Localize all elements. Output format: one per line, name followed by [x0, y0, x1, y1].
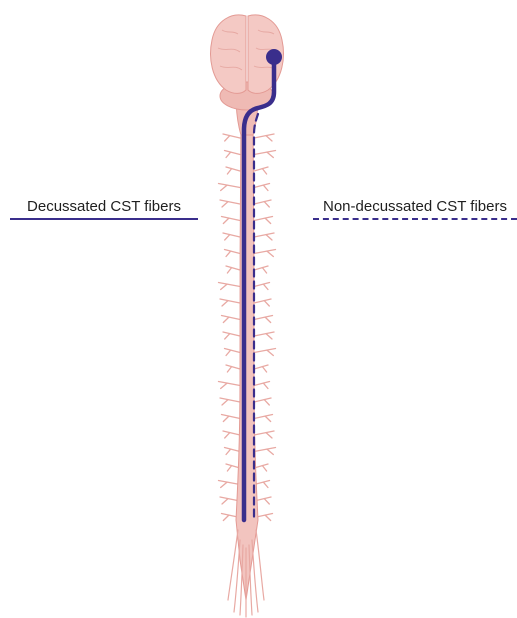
- nerve-branch-left: [227, 268, 231, 273]
- nerve-branch-left: [223, 431, 240, 435]
- nerve-branch-right: [264, 301, 269, 306]
- nerve-branch-left: [223, 317, 229, 322]
- nerve-branch-left: [222, 400, 228, 405]
- nerve-branch-left: [219, 184, 241, 188]
- nerve-branch-left: [222, 499, 228, 504]
- dashed-line-swatch: [313, 218, 517, 220]
- nerve-branch-right: [264, 400, 269, 405]
- nerve-branch-left: [226, 365, 240, 369]
- nerve-branch-right: [254, 250, 276, 254]
- nerve-branch-right: [254, 266, 268, 270]
- nerve-branch-left: [221, 383, 227, 388]
- nerve-branch-right: [262, 466, 266, 471]
- nerve-branch-right: [265, 416, 271, 421]
- nerve-branch-left: [222, 202, 228, 207]
- nerve-branch-left: [225, 151, 241, 155]
- nerve-branch-right: [254, 332, 274, 336]
- neuron-cell-body-icon: [266, 49, 282, 65]
- nerve-branch-left: [225, 448, 241, 452]
- nerve-branch-left: [225, 334, 230, 339]
- nerve-branch-left: [220, 398, 240, 402]
- nerve-branch-left: [223, 233, 240, 237]
- nerve-branch-right: [254, 349, 276, 353]
- nerve-branch-right: [254, 134, 274, 138]
- legend-decussated-label: Decussated CST fibers: [10, 198, 198, 216]
- nerve-branch-left: [222, 415, 241, 419]
- nerve-branch-left: [221, 284, 227, 289]
- legend-non-decussated: Non-decussated CST fibers: [313, 198, 517, 220]
- nerve-branch-left: [220, 200, 240, 204]
- nerve-branch-left: [225, 235, 230, 240]
- nerve-branch-left: [219, 283, 241, 287]
- nerve-branch-left: [226, 251, 231, 256]
- nerve-branch-right: [254, 382, 270, 386]
- nerve-branch-right: [254, 299, 271, 303]
- nerve-branch-left: [227, 367, 231, 372]
- nerve-branch-right: [254, 184, 270, 188]
- nerve-branch-right: [266, 235, 272, 240]
- nerve-branch-left: [225, 136, 230, 141]
- nerve-branch-right: [266, 136, 272, 141]
- nerve-branch-right: [254, 431, 274, 435]
- nerve-branch-left: [223, 332, 240, 336]
- nerve-branch-right: [263, 185, 268, 190]
- nerve-branch-left: [223, 218, 229, 223]
- nerve-branch-right: [266, 433, 272, 438]
- nerve-branch-left: [219, 481, 241, 485]
- nerve-branch-left: [219, 382, 241, 386]
- nerve-branch-left: [222, 316, 241, 320]
- nerve-branch-right: [263, 383, 268, 388]
- nerve-branch-right: [254, 283, 270, 287]
- nerve-branch-left: [226, 266, 240, 270]
- solid-line-swatch: [10, 218, 198, 220]
- nerve-branch-right: [254, 316, 273, 320]
- nerve-branch-left: [220, 299, 240, 303]
- nerve-branch-left: [227, 466, 231, 471]
- nerve-branch-left: [222, 301, 228, 306]
- nerve-branch-right: [267, 152, 273, 157]
- nerve-branch-right: [254, 398, 271, 402]
- nerve-branch-left: [222, 217, 241, 221]
- nerve-branch-left: [226, 350, 231, 355]
- nerve-branch-right: [254, 200, 271, 204]
- nerve-branch-right: [262, 367, 266, 372]
- nerve-branch-right: [263, 284, 268, 289]
- nerve-branch-right: [254, 151, 276, 155]
- nerve-branch-left: [223, 515, 229, 520]
- nerve-branch-left: [223, 416, 229, 421]
- nerve-branch-left: [226, 152, 231, 157]
- nerve-branch-right: [254, 365, 268, 369]
- nerve-branch-right: [264, 202, 269, 207]
- nerve-branch-right: [254, 217, 273, 221]
- nerve-branch-right: [262, 169, 266, 174]
- nerve-branch-left: [225, 250, 241, 254]
- nerve-branch-right: [267, 449, 273, 454]
- nerve-branch-right: [262, 268, 266, 273]
- nerve-branch-left: [221, 185, 227, 190]
- nerve-branch-left: [227, 169, 231, 174]
- nerve-branch-left: [225, 349, 241, 353]
- nerve-branch-right: [265, 515, 271, 520]
- nerve-branch-right: [265, 218, 271, 223]
- nerve-branch-left: [221, 482, 227, 487]
- nerve-branch-right: [254, 415, 273, 419]
- nerve-branch-right: [254, 233, 274, 237]
- nerve-branch-right: [265, 317, 271, 322]
- nerve-branch-right: [254, 448, 276, 452]
- nerve-branch-left: [223, 134, 240, 138]
- legend-non-decussated-label: Non-decussated CST fibers: [313, 198, 517, 216]
- legend-decussated: Decussated CST fibers: [10, 198, 198, 220]
- nerve-branch-right: [267, 251, 273, 256]
- nerve-branch-right: [264, 499, 269, 504]
- nerve-branch-right: [254, 167, 268, 171]
- nerve-branch-left: [226, 167, 240, 171]
- nerve-branch-right: [266, 334, 272, 339]
- nerve-branch-right: [263, 482, 268, 487]
- nerve-branch-left: [225, 433, 230, 438]
- nerve-branch-left: [226, 449, 231, 454]
- nerve-branch-right: [267, 350, 273, 355]
